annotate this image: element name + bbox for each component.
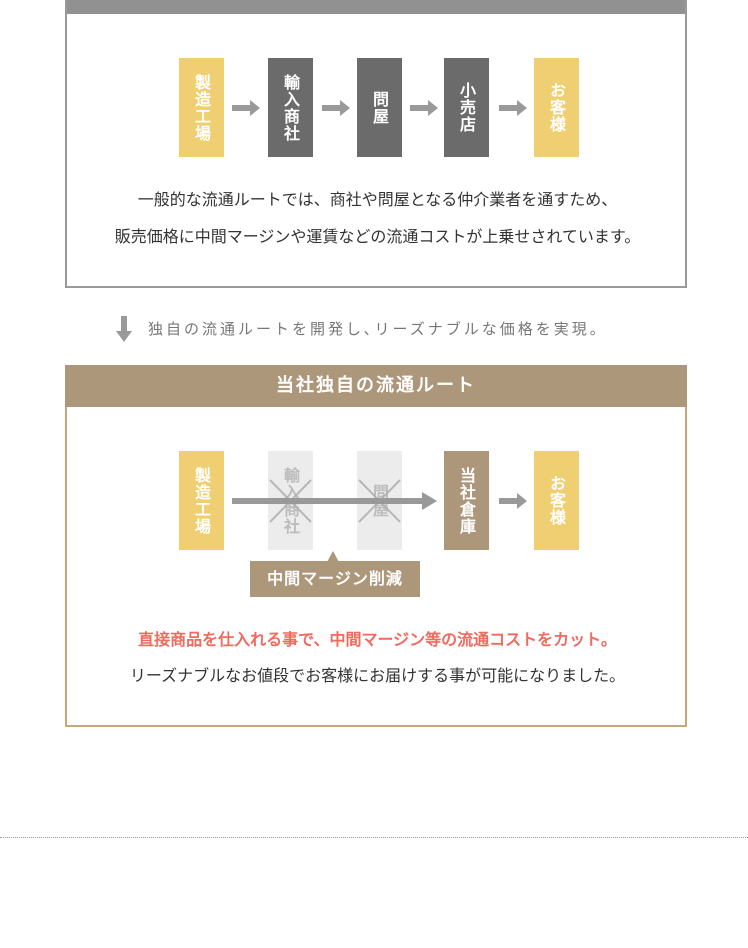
transition-text: 独自の流通ルートを開発し､リーズナブルな価格を実現。 <box>148 320 608 338</box>
step-wholesaler: 問屋 <box>357 58 402 157</box>
own-route-section: 当社独自の流通ルート <box>65 365 687 727</box>
step-retailer: 小売店 <box>444 58 489 157</box>
step-factory: 製造工場 <box>179 58 224 157</box>
general-desc-1: 一般的な流通ルートでは、商社や問屋となる仲介業者を通すため、 <box>137 190 618 209</box>
own-route-title: 当社独自の流通ルート <box>65 365 687 407</box>
step-own-warehouse: 当社倉庫 <box>444 451 489 550</box>
general-route-title: 一般的な流通ルート <box>67 0 685 14</box>
margin-reduction-badge: 中間マージン削減 <box>250 561 420 597</box>
arrow-down-icon <box>116 316 132 342</box>
bypass-arrow-icon <box>232 492 437 510</box>
arrow-right-icon <box>322 100 350 116</box>
step-customer: お客様 <box>534 58 579 157</box>
own-desc: リーズナブルなお値段でお客様にお届けする事が可能になりました。 <box>129 666 626 685</box>
divider <box>0 837 748 838</box>
arrow-right-icon <box>232 100 260 116</box>
arrow-right-icon <box>499 100 527 116</box>
own-highlight: 直接商品を仕入れる事で、中間マージン等の流通コストをカット。 <box>138 630 617 649</box>
arrow-right-icon <box>499 493 527 509</box>
general-desc-2: 販売価格に中間マージンや運賃などの流通コストが上乗せされています。 <box>114 227 641 246</box>
step-factory: 製造工場 <box>179 451 224 550</box>
pointer-triangle <box>327 551 339 562</box>
step-trading-company: 輸入商社 <box>268 58 313 157</box>
general-route-section: 一般的な流通ルート <box>65 0 687 288</box>
step-customer: お客様 <box>534 451 579 550</box>
arrow-right-icon <box>410 100 438 116</box>
